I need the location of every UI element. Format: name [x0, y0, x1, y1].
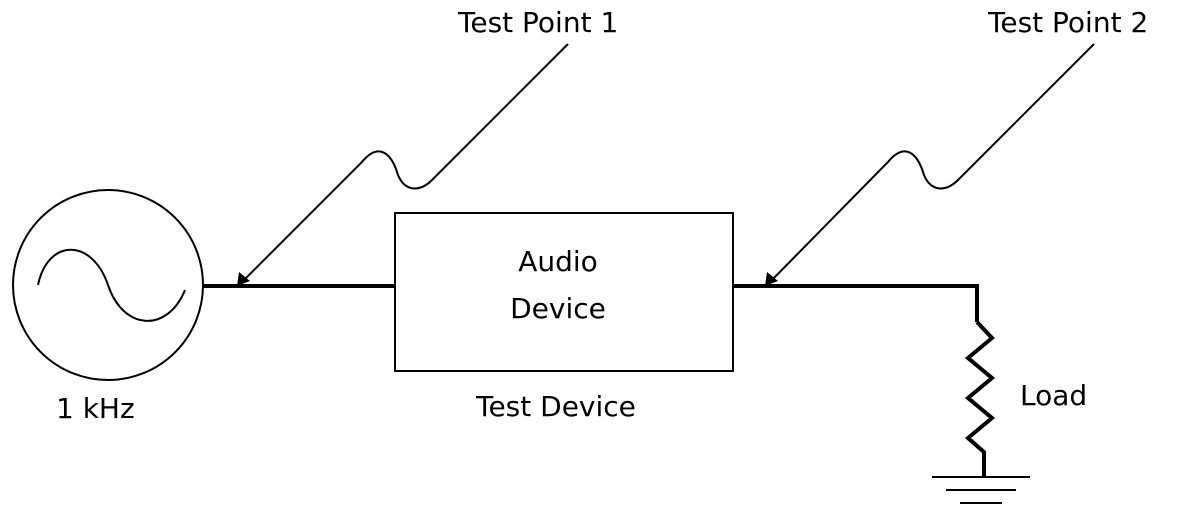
signal-generator — [12, 189, 204, 381]
output-wire — [733, 284, 979, 322]
test-point-1-arrow-icon — [237, 272, 250, 286]
test-point-1-label: Test Point 1 — [457, 6, 618, 39]
test-device-label: Test Device — [475, 390, 636, 423]
load-resistor — [964, 320, 996, 476]
test-point-1-probe — [239, 43, 569, 285]
source-frequency-label: 1 kHz — [56, 392, 135, 425]
test-point-2-probe — [767, 43, 1095, 285]
audio-device-box — [394, 212, 734, 372]
test-point-2-label: Test Point 2 — [987, 6, 1148, 39]
ground-icon — [932, 476, 1030, 504]
test-point-2-arrow-icon — [765, 272, 778, 286]
load-label: Load — [1020, 379, 1087, 412]
audio-device-label-line2: Device — [510, 292, 606, 325]
audio-device-label-line1: Audio — [518, 245, 598, 278]
sine-wave-icon — [37, 248, 186, 322]
